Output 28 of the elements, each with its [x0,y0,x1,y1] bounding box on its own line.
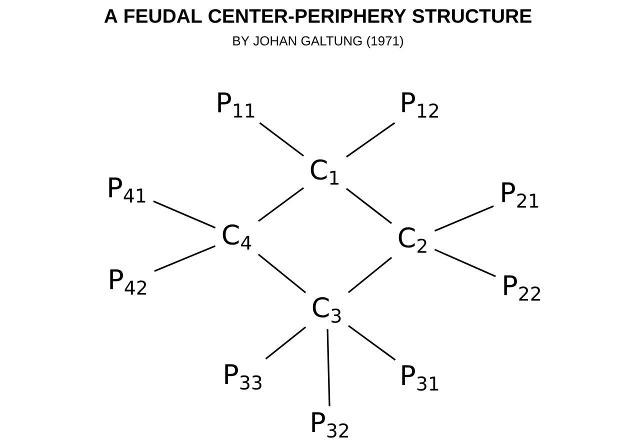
subtitle: BY JOHAN GALTUNG (1971) [233,36,404,48]
node-label: C$_{3}$ [312,297,341,323]
connector-line [153,200,216,228]
node-label: P$_{11}$ [218,92,254,118]
node-label: C$_{1}$ [310,159,338,185]
connector-line [265,326,306,360]
connector-line [348,325,396,361]
connector-line [348,256,392,294]
connector-line [258,254,306,294]
connector-line [346,122,396,158]
node-label: P$_{22}$ [504,275,540,301]
node-label: P$_{31}$ [402,365,438,391]
node-label: P$_{12}$ [402,92,438,118]
node-label: P$_{41}$ [109,178,146,202]
connector-line [434,205,494,232]
connector-line [259,122,304,156]
node-label: P$_{42}$ [110,269,146,295]
title: A FEUDAL CENTER-PERIPHERY STRUCTURE [104,9,532,23]
node-label: P$_{21}$ [502,182,538,208]
connector-line [154,245,216,272]
connector-line [258,187,304,222]
connector-line [434,248,496,278]
node-label: P$_{33}$ [225,364,262,390]
connector-line [346,188,392,224]
node-label: C$_{4}$ [222,224,252,250]
connector-line [326,329,330,406]
node-label: C$_{2}$ [398,227,426,253]
node-label: P$_{32}$ [312,412,348,438]
